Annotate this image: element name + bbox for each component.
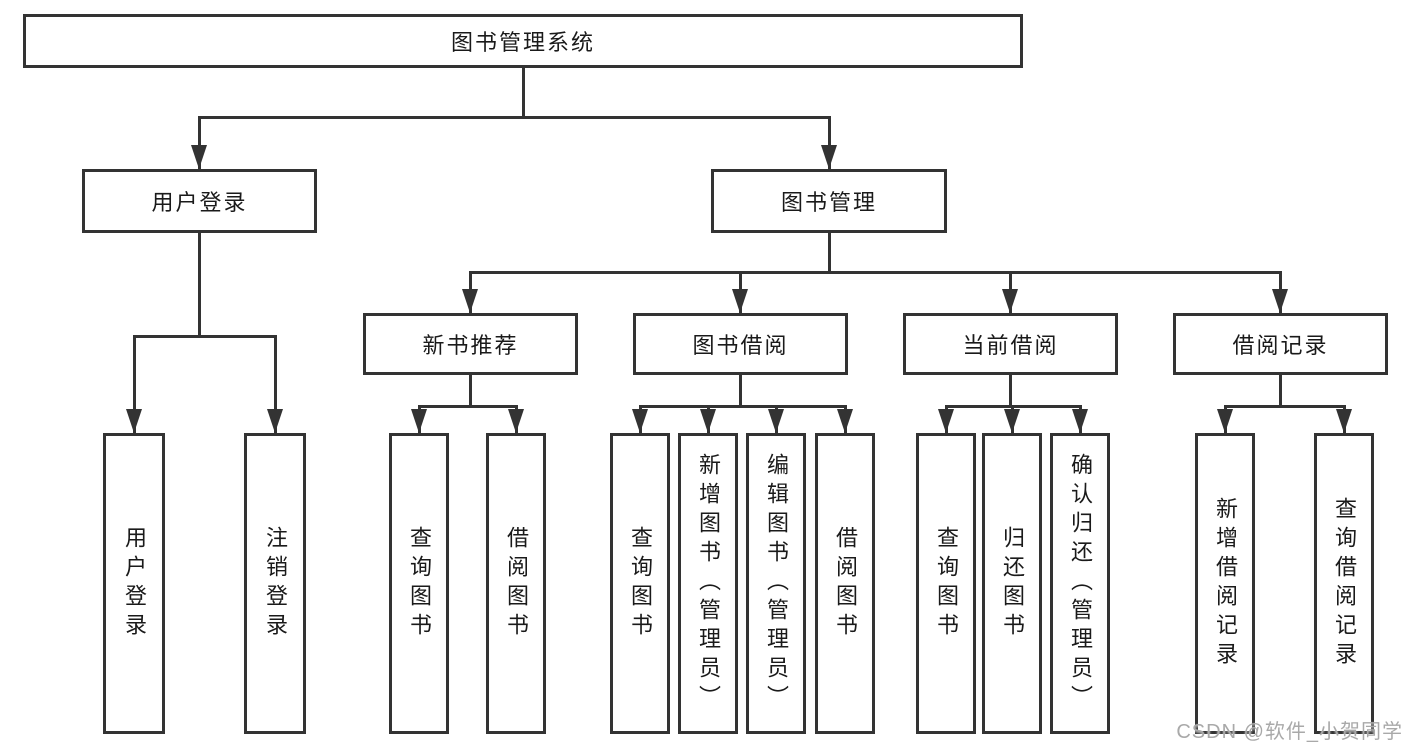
connector-line [468,270,1282,274]
leaf-borrowing-borrow-book: 借阅图书 [815,433,875,734]
leaf-return-book: 归还图书 [982,433,1042,734]
connector-line [273,336,277,433]
connector-line [944,404,1082,408]
arrow-down-icon [821,145,837,169]
arrow-down-icon [732,289,748,313]
leaf-recommend-query-book: 查询图书 [389,433,449,734]
arrow-down-icon [191,145,207,169]
arrow-down-icon [126,409,142,433]
node-user-login-label: 用户登录 [151,190,248,215]
leaf-recommend-query-book-label: 查询图书 [407,525,432,642]
connector-line [132,334,277,338]
node-book-management-label: 图书管理 [780,190,877,215]
leaf-logout: 注销登录 [244,433,306,734]
arrow-down-icon [411,409,427,433]
node-root: 图书管理系统 [23,14,1023,68]
leaf-current-query-book-label: 查询图书 [934,525,959,642]
connector-line [827,117,831,169]
leaf-add-book-admin: 新增图书（管理员） [678,433,738,734]
connector-line [417,404,518,408]
connector-line [738,375,742,408]
arrow-down-icon [267,409,283,433]
leaf-current-query-book: 查询图书 [916,433,976,734]
connector-line [468,375,472,408]
leaf-confirm-return-admin: 确认归还（管理员） [1050,433,1110,734]
arrow-down-icon [837,409,853,433]
arrow-down-icon [1336,409,1352,433]
connector-line [1223,404,1346,408]
leaf-return-book-label: 归还图书 [1000,525,1025,642]
arrow-down-icon [632,409,648,433]
arrow-down-icon [1217,409,1233,433]
leaf-add-borrow-record: 新增借阅记录 [1195,433,1255,734]
arrow-down-icon [1072,409,1088,433]
connector-line [197,117,201,169]
arrow-down-icon [1004,409,1020,433]
arrow-down-icon [700,409,716,433]
node-book-management: 图书管理 [711,169,947,233]
connector-line [521,68,525,119]
leaf-add-book-admin-label: 新增图书（管理员） [696,453,721,714]
node-new-book-recommend-label: 新书推荐 [422,333,519,358]
connector-line [827,233,831,274]
arrow-down-icon [1272,289,1288,313]
watermark: CSDN @软件_小贺同学 [1176,721,1403,743]
node-current-borrowing: 当前借阅 [903,313,1118,375]
arrow-down-icon [938,409,954,433]
connector-line [132,336,136,433]
node-user-login: 用户登录 [82,169,317,233]
leaf-query-borrow-record-label: 查询借阅记录 [1332,496,1357,671]
connector-line [197,115,831,119]
leaf-add-borrow-record-label: 新增借阅记录 [1213,496,1238,671]
leaf-recommend-borrow-book: 借阅图书 [486,433,546,734]
connector-line [1278,375,1282,408]
node-root-label: 图书管理系统 [450,30,595,55]
node-borrowing-records-label: 借阅记录 [1232,333,1329,358]
arrow-down-icon [768,409,784,433]
arrow-down-icon [462,289,478,313]
leaf-query-borrow-record: 查询借阅记录 [1314,433,1374,734]
leaf-borrowing-query-book: 查询图书 [610,433,670,734]
connector-line [197,233,201,338]
node-book-borrowing: 图书借阅 [633,313,848,375]
leaf-edit-book-admin: 编辑图书（管理员） [746,433,806,734]
node-book-borrowing-label: 图书借阅 [692,333,789,358]
node-current-borrowing-label: 当前借阅 [962,333,1059,358]
node-borrowing-records: 借阅记录 [1173,313,1388,375]
arrow-down-icon [508,409,524,433]
leaf-user-login-label: 用户登录 [122,525,147,642]
leaf-recommend-borrow-book-label: 借阅图书 [504,525,529,642]
connector-line [1008,375,1012,408]
leaf-user-login: 用户登录 [103,433,165,734]
connector-line [638,404,847,408]
leaf-confirm-return-admin-label: 确认归还（管理员） [1068,453,1093,714]
node-new-book-recommend: 新书推荐 [363,313,578,375]
leaf-borrowing-borrow-book-label: 借阅图书 [833,525,858,642]
arrow-down-icon [1002,289,1018,313]
leaf-logout-label: 注销登录 [263,525,288,642]
leaf-borrowing-query-book-label: 查询图书 [628,525,653,642]
leaf-edit-book-admin-label: 编辑图书（管理员） [764,453,789,714]
